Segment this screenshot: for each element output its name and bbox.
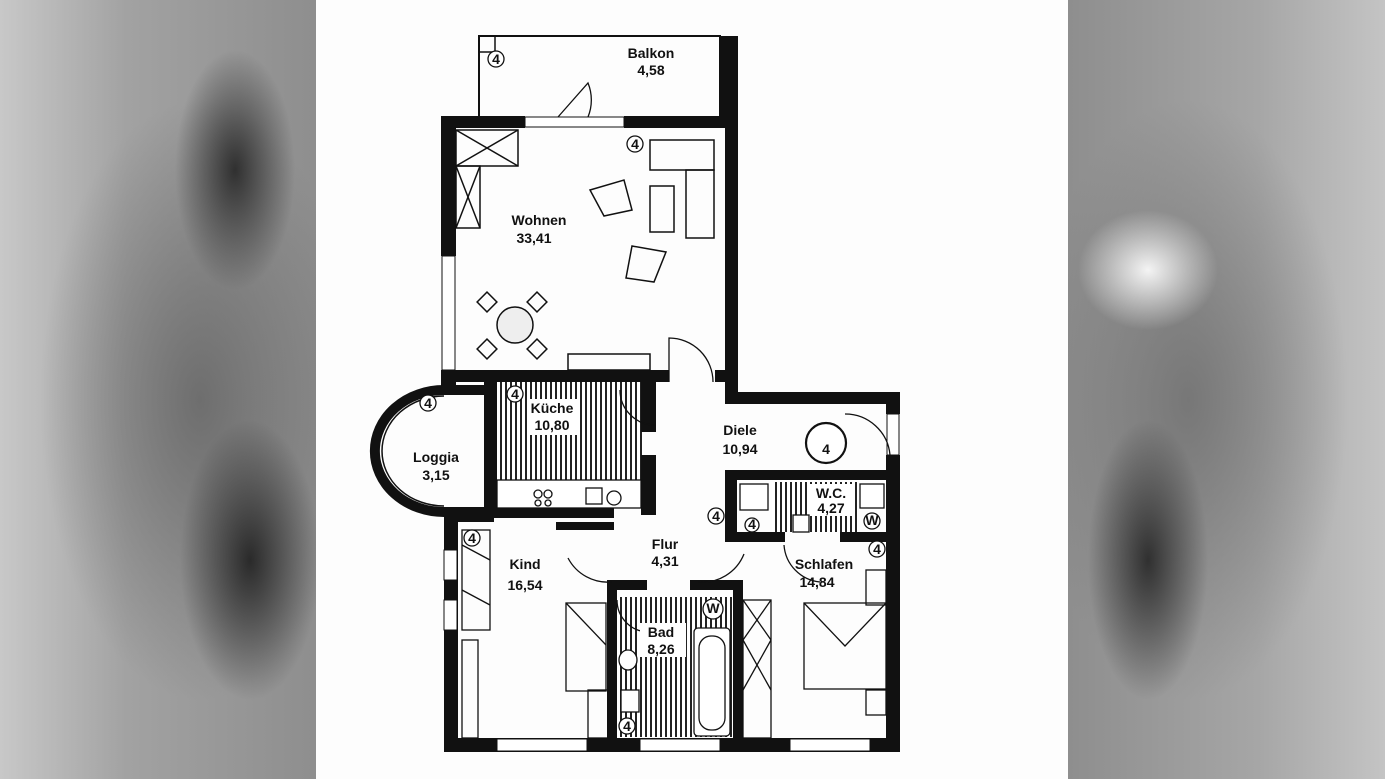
room-label-schlafen: Schlafen 14,84 [795,556,853,590]
svg-text:4: 4 [712,508,720,524]
svg-text:4: 4 [748,516,756,532]
washer-label-wc: W [865,512,879,528]
room-label-bad: Bad 8,26 [640,623,686,657]
svg-text:16,54: 16,54 [507,577,542,593]
room-label-kueche: Küche 10,80 [527,399,577,435]
marker-4-wohnen: 4 [626,135,644,153]
svg-text:4: 4 [511,386,519,402]
schlafen-furniture [742,569,887,739]
marker-4-wc: 4 [744,516,760,533]
marker-4-balkon: 4 [487,50,505,68]
living-room-furniture [455,129,715,371]
windows [441,116,900,752]
wc-fixtures [739,483,885,533]
room-label-diele: Diele 10,94 [722,422,757,457]
room-label-loggia: Loggia 3,15 [413,449,459,483]
svg-text:Wohnen: Wohnen [512,212,567,228]
svg-text:8,26: 8,26 [647,641,674,657]
balcony-outline [478,35,721,116]
svg-text:Flur: Flur [652,536,679,552]
marker-4-flur: 4 [707,507,725,525]
loggia-outline [369,385,484,517]
svg-text:10,80: 10,80 [534,417,569,433]
marker-4-loggia: 4 [419,394,437,412]
kitchen-counter [496,479,642,509]
svg-text:4: 4 [623,718,631,734]
marker-4-bad: 4 [618,717,636,735]
svg-text:10,94: 10,94 [722,441,757,457]
room-label-flur: Flur 4,31 [651,536,678,569]
room-label-kind: Kind 16,54 [507,556,542,593]
svg-text:Loggia: Loggia [413,449,459,465]
svg-text:Bad: Bad [648,624,674,640]
svg-text:4: 4 [424,395,432,411]
svg-text:Schlafen: Schlafen [795,556,853,572]
svg-text:4: 4 [873,541,881,557]
svg-text:Diele: Diele [723,422,757,438]
svg-text:14,84: 14,84 [799,574,834,590]
marker-4-kind: 4 [463,529,481,547]
svg-text:W.C.: W.C. [816,485,846,501]
svg-text:Kind: Kind [509,556,540,572]
svg-text:4: 4 [492,51,500,67]
svg-text:Balkon: Balkon [628,45,675,61]
blurred-background-left [0,0,316,779]
svg-text:4,58: 4,58 [637,62,664,78]
svg-text:4,31: 4,31 [651,553,678,569]
svg-text:4,27: 4,27 [817,500,844,516]
kind-furniture [461,529,609,739]
marker-4-schlafen: 4 [868,540,886,558]
svg-text:4: 4 [468,530,476,546]
bath-fixtures [618,598,731,737]
room-label-wohnen: Wohnen 33,41 [512,212,567,246]
svg-text:4: 4 [631,136,639,152]
door-swings [557,81,891,633]
blurred-background-right [1068,0,1385,779]
svg-text:Küche: Küche [531,400,574,416]
unit-number-badge: 4 [804,421,848,465]
svg-text:4: 4 [822,441,830,457]
room-label-balkon: Balkon 4,58 [628,45,675,78]
washer-label-bad: W [706,600,720,616]
svg-text:3,15: 3,15 [422,467,449,483]
marker-4-kueche: 4 [506,385,524,403]
svg-text:33,41: 33,41 [516,230,551,246]
room-label-wc: W.C. 4,27 [810,484,854,516]
